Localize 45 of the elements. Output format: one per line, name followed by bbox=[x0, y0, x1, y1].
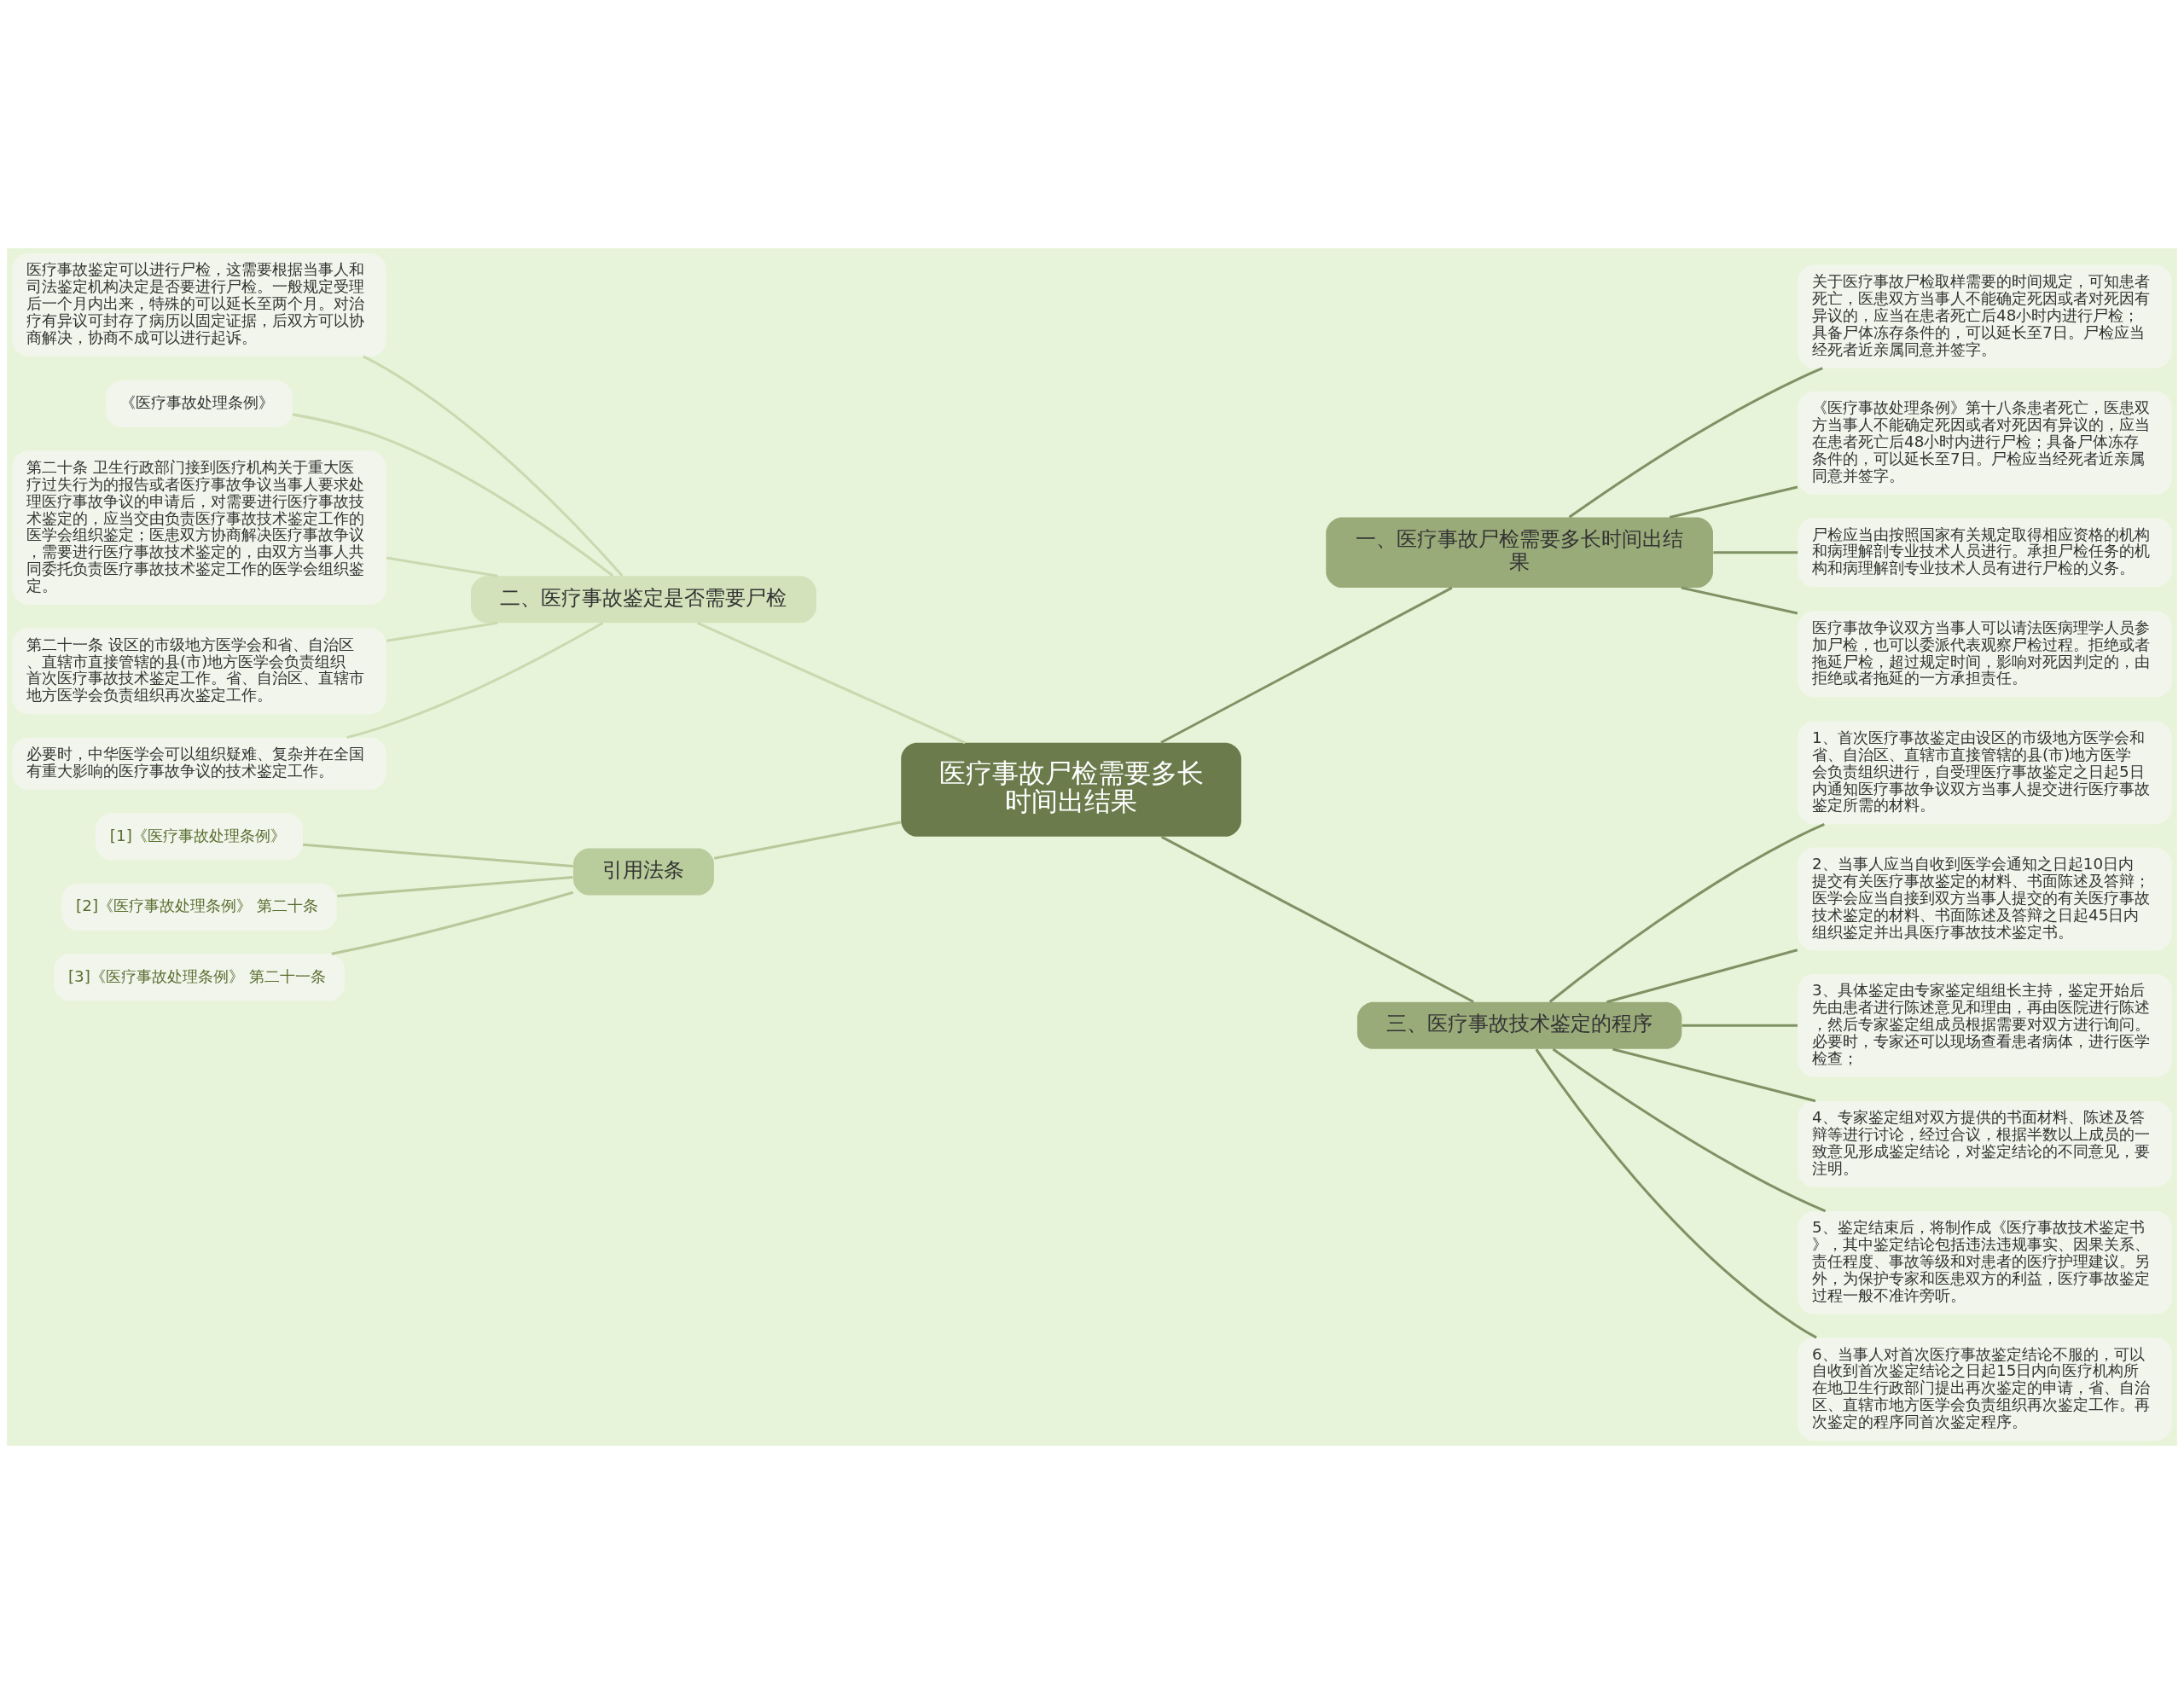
node-box: 医疗事故争议双方当事人可以请法医病理学人员参加尸检，也可以委派代表观察尸检过程。拒绝或者拖延尸检，超过规定时间，影响对死因判定的，由拒绝或者拖延的一方承担责任。 bbox=[1798, 611, 2172, 698]
connector bbox=[1535, 1048, 1817, 1339]
connector bbox=[713, 821, 902, 860]
connector bbox=[1606, 949, 1798, 1004]
node-box: 医疗事故鉴定可以进行尸检，这需要根据当事人和司法鉴定机构决定是否要进行尸检。一般规定受理后一个月内出来，特殊的可以延长至两个月。对治疗有异议可封存了病历以固定证据，后双方可以协商解决，协商不成可以进行起诉。 bbox=[12, 253, 386, 357]
node-box: 《医疗事故处理条例》 bbox=[106, 380, 293, 428]
node-box: 医疗事故尸检需要多长时间出结果 bbox=[901, 742, 1241, 837]
connector bbox=[331, 891, 574, 955]
node-box: 《医疗事故处理条例》第十八条患者死亡，医患双方当事人不能确定死因或者对死因有异议的，应当在患者死亡后48小时内进行尸检；具备尸体冻存条件的，可以延长至7日。尸检应当经死者近亲属同意并签字。 bbox=[1798, 392, 2172, 495]
connector bbox=[386, 621, 498, 642]
connector bbox=[346, 621, 604, 740]
node-box: 第二十条 卫生行政部门接到医疗机构关于重大医疗过失行为的报告或者医疗事故争议当事人要求处理医疗事故争议的申请后，对需要进行医疗事故技术鉴定的，应当交由负责医疗事故技术鉴定工作的医学会组织鉴定；医患双方协商解决医疗事故争议，需要进行医疗事故技术鉴定的，由双方当事人共同委托负责医疗事故技术鉴定工作的医学会组织鉴定。 bbox=[12, 450, 386, 605]
connector bbox=[1713, 551, 1798, 554]
connector bbox=[386, 556, 498, 577]
connector bbox=[696, 621, 966, 745]
node-box: 6、当事人对首次医疗事故鉴定结论不服的，可以自收到首次鉴定结论之日起15日内向医疗机构所在地卫生行政部门提出再次鉴定的申请，省、自治区、直辖市地方医学会负责组织再次鉴定工作。再次鉴定的程序同首次鉴定程序。 bbox=[1798, 1337, 2172, 1441]
node-box: 2、当事人应当自收到医学会通知之日起10日内提交有关医疗事故鉴定的材料、书面陈述及答辩；医学会应当自接到双方当事人提交的有关医疗事故技术鉴定的材料、书面陈述及答辩之日起45日内组织鉴定并出具医疗事故技术鉴定书。 bbox=[1798, 847, 2172, 951]
node-box: 引用法条 bbox=[572, 848, 714, 896]
connector bbox=[1681, 586, 1798, 615]
node-box: [1]《医疗事故处理条例》 bbox=[96, 813, 303, 861]
node-box: 必要时，中华医学会可以组织疑难、复杂并在全国有重大影响的医疗事故争议的技术鉴定工作。 bbox=[12, 737, 386, 790]
node-box: 关于医疗事故尸检取样需要的时间规定，可知患者死亡，医患双方当事人不能确定死因或者对死因有异议的，应当在患者死亡后48小时内进行尸检；具备尸体冻存条件的，可以延长至7日。尸检应当经死者近亲属同意并签字。 bbox=[1798, 264, 2172, 368]
node-box: 4、专家鉴定组对双方提供的书面材料、陈述及答辩等进行讨论，经过合议，根据半数以上成员的一致意见形成鉴定结论，对鉴定结论的不同意见，要注明。 bbox=[1798, 1100, 2172, 1187]
connector bbox=[292, 413, 614, 577]
connector bbox=[1612, 1047, 1816, 1103]
node-box: 1、首次医疗事故鉴定由设区的市级地方医学会和省、自治区、直辖市直接管辖的县(市)地方医学会负责组织进行，自受理医疗事故鉴定之日起5日内通知医疗事故争议双方当事人提交进行医疗事故鉴定所需的材料。 bbox=[1798, 721, 2172, 825]
node-box: [3]《医疗事故处理条例》 第二十一条 bbox=[54, 954, 345, 1001]
connector bbox=[1682, 1024, 1798, 1027]
connector bbox=[363, 355, 624, 577]
node-box: 第二十一条 设区的市级地方医学会和省、自治区、直辖市直接管辖的县(市)地方医学会负责组织首次医疗事故技术鉴定工作。省、自治区、直辖市地方医学会负责组织再次鉴定工作。 bbox=[12, 628, 386, 715]
node-box: 尸检应当由按照国家有关规定取得相应资格的机构和病理解剖专业技术人员进行。承担尸检任务的机构和病理解剖专业技术人员有进行尸检的义务。 bbox=[1798, 518, 2172, 588]
connector bbox=[1160, 835, 1474, 1003]
connector bbox=[1669, 485, 1798, 519]
node-box: 一、医疗事故尸检需要多长时间出结果 bbox=[1326, 517, 1713, 588]
node-box: [2]《医疗事故处理条例》 第二十条 bbox=[61, 883, 337, 931]
node-box: 3、具体鉴定由专家鉴定组组长主持，鉴定开始后先由患者进行陈述意见和理由，再由医院进行陈述，然后专家鉴定组成员根据需要对双方进行询问。必要时，专家还可以现场查看患者病体，进行医学检查； bbox=[1798, 973, 2172, 1077]
connector bbox=[337, 876, 573, 898]
connector bbox=[1568, 367, 1823, 519]
node-box: 三、医疗事故技术鉴定的程序 bbox=[1356, 1001, 1682, 1049]
connector bbox=[303, 843, 573, 868]
node-box: 5、鉴定结束后，将制作成《医疗事故技术鉴定书》，其中鉴定结论包括违法违规事实、因果关系、责任程度、事故等级和对患者的医疗护理建议。另外，为保护专家和医患双方的利益，医疗事故鉴定过程一般不准许旁听。 bbox=[1798, 1211, 2172, 1314]
node-box: 二、医疗事故鉴定是否需要尸检 bbox=[471, 576, 816, 624]
connector bbox=[1548, 822, 1825, 1003]
connector bbox=[1160, 586, 1453, 744]
connector bbox=[1552, 1047, 1827, 1213]
